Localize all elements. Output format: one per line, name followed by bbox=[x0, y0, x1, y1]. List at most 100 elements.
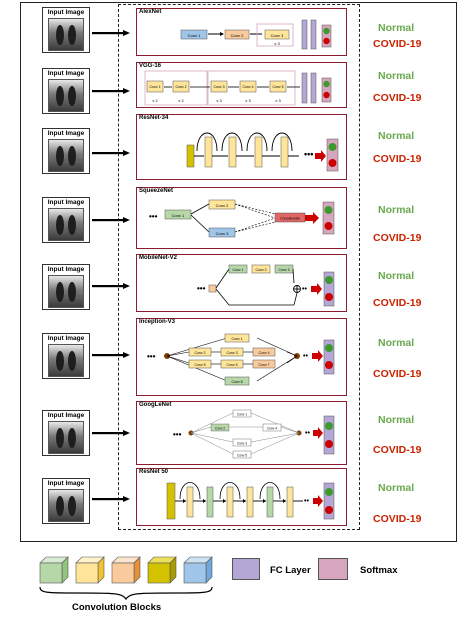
inceptionv3-architecture: ••• Conv 1 Conv 2 Conv 3 Conv 4 Conv 5 C… bbox=[147, 333, 335, 386]
googlenet-architecture: ••• Conv 1 Conv 2 Conv 4 Conv 3 Conv 5 •… bbox=[173, 409, 335, 459]
softmax-swatch bbox=[318, 558, 348, 580]
svg-text:Conv 4: Conv 4 bbox=[267, 427, 277, 431]
svg-text:Conv 1: Conv 1 bbox=[188, 33, 201, 38]
resnet34-box: ResNet-34 ••• bbox=[136, 114, 347, 180]
normal-label: Normal bbox=[378, 337, 415, 349]
conv-block-blue bbox=[183, 556, 213, 584]
mobilenetv2-architecture: ••• Conv 1 Conv 2 Conv 3 •• bbox=[197, 264, 335, 307]
input-image-panel: Input Image bbox=[42, 478, 90, 524]
conv-block-yellow bbox=[75, 556, 105, 584]
input-image-label: Input Image bbox=[47, 70, 85, 77]
svg-text:Conv 3: Conv 3 bbox=[226, 351, 237, 355]
svg-text:Conv 2: Conv 2 bbox=[231, 33, 244, 38]
arrow-icon bbox=[92, 283, 130, 289]
fc-layer-swatch bbox=[232, 558, 260, 580]
svg-text:Conv 4: Conv 4 bbox=[242, 85, 253, 89]
svg-text:•••: ••• bbox=[147, 352, 156, 361]
input-image-label: Input Image bbox=[47, 199, 85, 206]
covid-label: COVID-19 bbox=[373, 38, 422, 50]
vgg16-box: VGG-16 Conv 1 Conv 2 Conv 3 Conv 4 Conv … bbox=[136, 62, 347, 108]
svg-text:Conv 2: Conv 2 bbox=[255, 268, 266, 272]
svg-text:Conv 7: Conv 7 bbox=[258, 363, 269, 367]
conv-block-olive bbox=[147, 556, 177, 584]
covid-label: COVID-19 bbox=[373, 297, 422, 309]
svg-text:Conv 2: Conv 2 bbox=[194, 351, 205, 355]
svg-text:Conv 5: Conv 5 bbox=[194, 363, 205, 367]
svg-text:•••: ••• bbox=[197, 284, 206, 293]
input-image-label: Input Image bbox=[47, 412, 85, 419]
resnet34-architecture: ••• bbox=[186, 132, 339, 172]
resnet50-architecture: •• bbox=[166, 482, 335, 520]
covid-label: COVID-19 bbox=[373, 368, 422, 380]
network-label: AlexNet bbox=[139, 9, 162, 15]
alexnet-architecture: Conv 1 Conv 2 Conv 3 x 3 bbox=[180, 19, 332, 50]
fc-layer-label: FC Layer bbox=[270, 565, 311, 576]
normal-label: Normal bbox=[378, 414, 415, 426]
svg-text:Conv 1: Conv 1 bbox=[172, 213, 185, 218]
chest-xray-image bbox=[48, 18, 84, 51]
svg-text:Conv 8: Conv 8 bbox=[231, 380, 242, 384]
normal-label: Normal bbox=[378, 22, 415, 34]
network-label: ResNet 50 bbox=[139, 469, 169, 475]
svg-text:Concatenate: Concatenate bbox=[280, 217, 300, 221]
svg-text:Conv 5: Conv 5 bbox=[237, 454, 247, 458]
svg-text:Conv 1: Conv 1 bbox=[231, 337, 242, 341]
svg-text:x 3: x 3 bbox=[245, 98, 251, 103]
arrow-icon bbox=[92, 150, 130, 156]
input-image-panel: Input Image bbox=[42, 410, 90, 456]
svg-text:Conv 2: Conv 2 bbox=[175, 85, 186, 89]
input-image-panel: Input Image bbox=[42, 68, 90, 114]
svg-text:Conv 1: Conv 1 bbox=[237, 413, 247, 417]
svg-text:••: •• bbox=[304, 498, 309, 505]
covid-label: COVID-19 bbox=[373, 92, 422, 104]
network-label: SqueezeNet bbox=[139, 188, 174, 194]
softmax-label: Softmax bbox=[360, 565, 398, 576]
svg-text:••: •• bbox=[302, 286, 307, 293]
svg-text:x 3: x 3 bbox=[274, 41, 280, 46]
alexnet-box: AlexNet Conv 1 Conv 2 Conv 3 x 3 bbox=[136, 8, 347, 56]
normal-label: Normal bbox=[378, 482, 415, 494]
svg-text:Conv 4: Conv 4 bbox=[258, 351, 269, 355]
svg-text:x 3: x 3 bbox=[275, 98, 281, 103]
svg-text:Conv 3: Conv 3 bbox=[213, 85, 224, 89]
network-label: GoogLeNet bbox=[139, 402, 172, 408]
svg-text:Conv 5: Conv 5 bbox=[272, 85, 283, 89]
chest-xray-image bbox=[48, 275, 84, 308]
svg-text:•••: ••• bbox=[173, 430, 182, 439]
inceptionv3-box: Inception-V3 ••• Conv 1 Conv 2 Conv 3 Co… bbox=[136, 318, 347, 396]
normal-label: Normal bbox=[378, 204, 415, 216]
svg-text:Conv 2: Conv 2 bbox=[216, 203, 229, 208]
input-image-panel: Input Image bbox=[42, 333, 90, 379]
covid-label: COVID-19 bbox=[373, 513, 422, 525]
model-group-dashed-frame bbox=[118, 4, 360, 530]
svg-text:••: •• bbox=[305, 430, 310, 437]
chest-xray-image bbox=[48, 139, 84, 172]
normal-label: Normal bbox=[378, 130, 415, 142]
network-label: Inception-V3 bbox=[139, 319, 176, 325]
input-image-panel: Input Image bbox=[42, 264, 90, 310]
svg-text:x 2: x 2 bbox=[178, 98, 184, 103]
input-image-panel: Input Image bbox=[42, 7, 90, 53]
figure-frame bbox=[20, 2, 457, 542]
chest-xray-image bbox=[48, 79, 84, 112]
input-image-label: Input Image bbox=[47, 130, 85, 137]
arrow-icon bbox=[92, 88, 130, 94]
arrow-icon bbox=[92, 30, 130, 36]
network-label: MobileNet-V2 bbox=[139, 255, 178, 261]
conv-block-orange bbox=[111, 556, 141, 584]
curly-brace-icon bbox=[39, 586, 213, 600]
input-image-label: Input Image bbox=[47, 480, 85, 487]
covid-label: COVID-19 bbox=[373, 232, 422, 244]
squeezenet-box: SqueezeNet ••• Conv 1 Conv 2 Conv 3 Conc… bbox=[136, 187, 347, 249]
svg-text:Conv 6: Conv 6 bbox=[226, 363, 237, 367]
resnet50-box: ResNet 50 •• bbox=[136, 468, 347, 526]
conv-block-green bbox=[39, 556, 69, 584]
network-label: VGG-16 bbox=[139, 63, 162, 69]
svg-text:Conv 3: Conv 3 bbox=[278, 268, 289, 272]
chest-xray-image bbox=[48, 344, 84, 377]
normal-label: Normal bbox=[378, 70, 415, 82]
svg-text:x 3: x 3 bbox=[216, 98, 222, 103]
convolution-blocks-label: Convolution Blocks bbox=[72, 602, 162, 613]
svg-text:••: •• bbox=[303, 353, 308, 360]
